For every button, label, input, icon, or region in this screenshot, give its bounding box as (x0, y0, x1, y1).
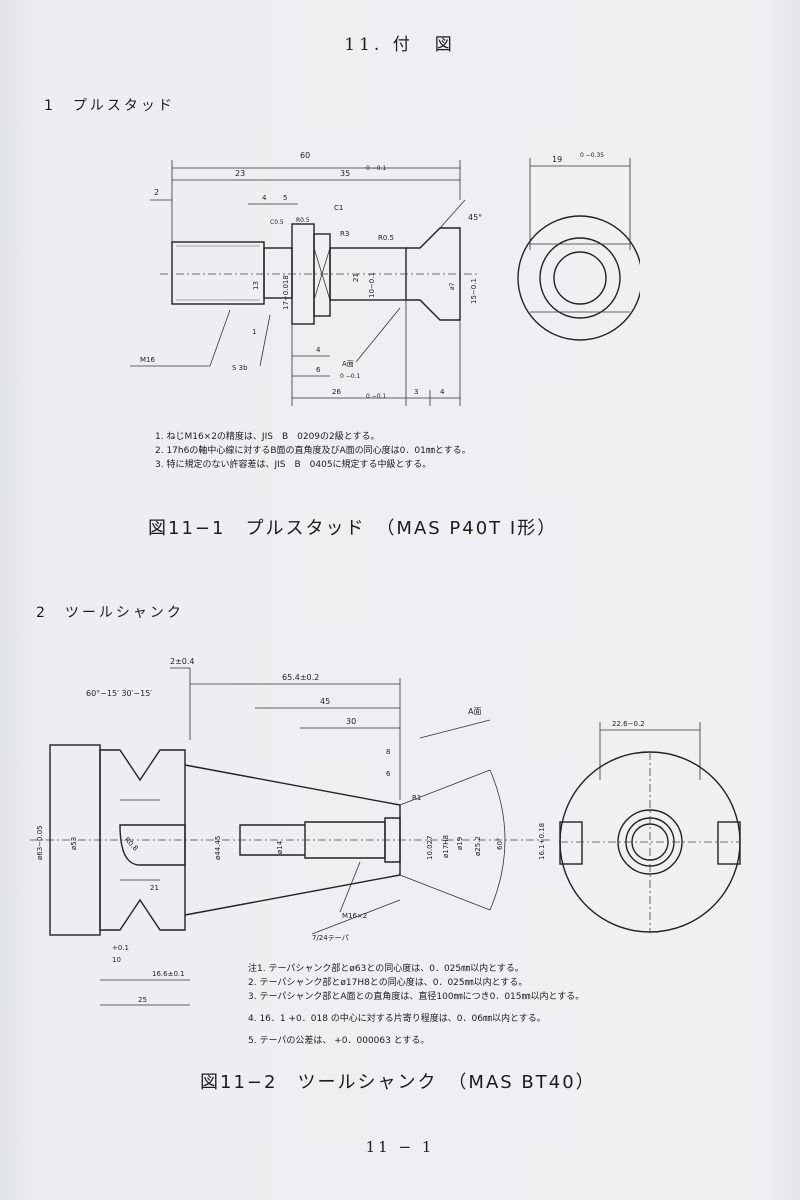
dim-width19: 19 (552, 155, 562, 164)
section2-note-1: 注1. テーパシャンク部とø63との同心度は、0．025㎜以内とする。 (248, 964, 524, 974)
dim-dia19: ø19 (456, 837, 464, 850)
dim-r05: R0.5 (378, 234, 394, 242)
section1-note-1: 1. ねじM16×2の精度は、JIS B 0209の2級とする。 (155, 432, 380, 442)
dim-10: 10−0.1 (368, 272, 376, 298)
dim-r3: R3 (340, 230, 349, 238)
dim-2: 2 (154, 188, 159, 197)
dim-0-1: +0.1 (112, 944, 129, 952)
dim-10-027: 10.027 (426, 836, 434, 861)
section2-note-5: 5. テーパの公差は、 +0．000063 とする。 (248, 1036, 430, 1046)
dim-taper: 7/24テーパ (312, 934, 349, 942)
dim-width19-tol: 0 −0.35 (580, 152, 604, 159)
section1-notes: 1. ねじM16×2の精度は、JIS B 0209の2級とする。 2. 17h6… (155, 430, 471, 472)
dim-4b: 4 (316, 346, 321, 354)
section2-note-2: 2. テーパシャンク部とø17H8との同心度は、0．025㎜以内とする。 (248, 978, 528, 988)
dim-angle60: 60° (496, 838, 504, 850)
dim-16-6: 16.6±0.1 (152, 970, 185, 978)
dim-13: 13 (252, 281, 260, 290)
dim-6-tol: 0 −0.1 (340, 373, 360, 380)
dim-8: 8 (386, 748, 390, 756)
section2-note-4: 4. 16．1 +0．018 の中心に対する片寄り程度は、0．06㎜以内とする。 (248, 1014, 546, 1024)
dim-dia25-2: ø25.2 (474, 836, 482, 856)
section2-heading: 2 ツールシャンク (36, 605, 184, 621)
dim-6: 6 (386, 770, 391, 778)
pull-stud-drawing: 60 23 35 0 −0.1 2 4 5 45° C1 (130, 151, 640, 406)
dim-c05: C0.5 (270, 219, 284, 226)
dim-21: 21 (150, 884, 159, 892)
section1-note-3: 3. 特に規定のない許容差は、JIS B 0405に規定する中級とする。 (155, 460, 432, 470)
dim-1: 1 (252, 328, 256, 336)
section1-caption: 図11−1 プルスタッド （MAS P40T Ⅰ形） (148, 518, 558, 539)
dim-35-tol: 0 −0.1 (366, 165, 386, 172)
dim-45: 45 (320, 697, 330, 706)
dim-3: 3 (414, 388, 418, 396)
dim-dia17: ø17H8 (442, 835, 450, 858)
dim-5: 5 (283, 194, 287, 202)
dim-dia53: ø53 (70, 837, 78, 850)
chapter-title: 11. 付 図 (344, 35, 456, 55)
dim-30: 30 (346, 717, 356, 726)
dim-16-1: 16.1+0.18 (538, 823, 546, 860)
dim-r08: R0.8 (123, 836, 140, 853)
dim-10: 10 (112, 956, 121, 964)
dim-23: 23 (235, 169, 245, 178)
dim-r1: R1 (412, 794, 421, 802)
section1-heading: 1 プルスタッド (44, 98, 175, 114)
dim-a-face: A面 (468, 707, 481, 716)
dim-4: 4 (262, 194, 267, 202)
dim-25: 25 (138, 996, 147, 1004)
dim-m16: M16 (140, 356, 155, 364)
dim-dia63: ø63−0.05 (36, 825, 44, 860)
dim-c1: C1 (334, 204, 343, 212)
dim-26: 26 (332, 388, 341, 396)
dim-dia44-45: ø44.45 (214, 836, 222, 860)
dim-15: 15−0.1 (470, 278, 478, 304)
dim-dia7: ø7 (449, 282, 456, 290)
dim-angle: 60°−15′ 30′−15′ (86, 689, 152, 698)
section2-note-3: 3. テーパシャンク部とA面との直角度は、直径100㎜につき0．015㎜以内とす… (248, 992, 585, 1002)
dim-21: 21 (352, 273, 360, 282)
dim-a-face: A面 (342, 360, 354, 368)
page-number: 11 − 1 (365, 1138, 435, 1156)
dim-26-tol: 0 −0.1 (366, 393, 386, 400)
section1-note-2: 2. 17h6の軸中心線に対するB面の直角度及びA面の同心度は0．01㎜とする。 (155, 446, 471, 456)
dim-2-tol: 2±0.4 (170, 657, 195, 666)
tool-shank-drawing: 2±0.4 60°−15′ 30′−15′ 65.4±0.2 45 30 A面 … (30, 657, 741, 1006)
dim-r05b: R0.5 (296, 217, 310, 224)
dim-dia14: ø14 (276, 840, 284, 854)
dim-35: 35 (340, 169, 350, 178)
dim-6: 6 (316, 366, 321, 374)
dim-17: 17−0.018 (282, 275, 290, 310)
dim-m16x2: M16×2 (342, 912, 367, 920)
dim-4c: 4 (440, 388, 445, 396)
dim-angle45: 45° (468, 213, 482, 222)
dim-65-4: 65.4±0.2 (282, 673, 319, 682)
dim-s3b: S 3b (232, 364, 248, 372)
dim-overall: 60 (300, 151, 310, 160)
dim-width22-6: 22.6−0.2 (612, 720, 645, 728)
section2-notes: 注1. テーパシャンク部とø63との同心度は、0．025㎜以内とする。 2. テ… (248, 962, 584, 1048)
section2-caption: 図11−2 ツールシャンク （MAS BT40） (200, 1072, 596, 1093)
